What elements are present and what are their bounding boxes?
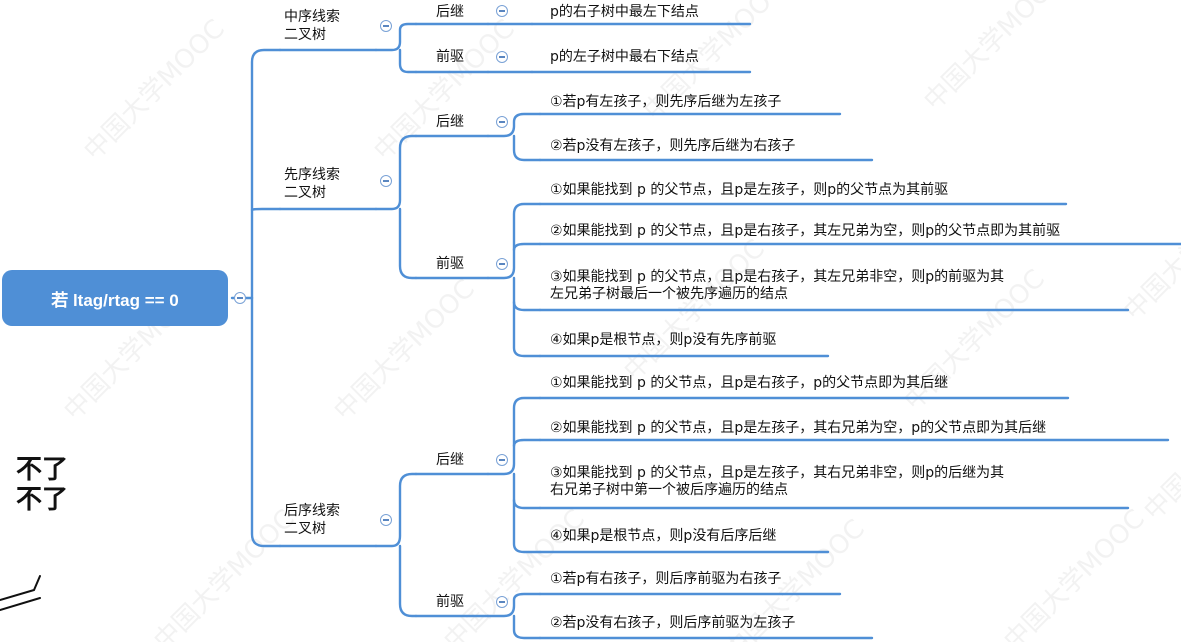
inorder-pred-label[interactable]: 前驱 — [436, 49, 464, 65]
handwritten-note: 不了 不了 — [16, 455, 69, 515]
pre-pred-item-1[interactable]: ①如果能找到 p 的父节点，且p是左孩子，则p的父节点为其前驱 — [550, 182, 949, 198]
postorder-collapse-icon[interactable] — [380, 514, 392, 526]
post-pred-label[interactable]: 前驱 — [436, 594, 464, 610]
post-succ-item-2[interactable]: ②如果能找到 p 的父节点，且p是左孩子，其右兄弟为空，p的父节点即为其后继 — [550, 420, 1047, 436]
preorder-collapse-icon[interactable] — [380, 175, 392, 187]
post-pred-item-2[interactable]: ②若p没有右孩子，则后序前驱为左孩子 — [550, 615, 796, 631]
inorder-succ-label[interactable]: 后继 — [436, 4, 464, 20]
trunk-postorder — [250, 296, 282, 548]
post-pred-collapse-icon[interactable] — [496, 596, 508, 608]
post-succ-item-4[interactable]: ④如果p是根节点，则p没有后序后继 — [550, 528, 777, 544]
pre-succ-item-2[interactable]: ②若p没有左孩子，则先序后继为右孩子 — [550, 138, 796, 154]
inorder-succ-text[interactable]: p的右子树中最左下结点 — [550, 4, 699, 20]
post-succ-collapse-icon[interactable] — [496, 454, 508, 466]
inorder-succ-collapse-icon[interactable] — [496, 5, 508, 17]
pre-pred-item-2[interactable]: ②如果能找到 p 的父节点，且p是右孩子，其左兄弟为空，则p的父节点即为其前驱 — [550, 223, 1061, 239]
preorder-label[interactable]: 先序线索 二叉树 — [284, 167, 340, 201]
trunk-inorder — [250, 48, 282, 300]
inorder-pred-text[interactable]: p的左子树中最右下结点 — [550, 49, 699, 65]
root-label: 若 ltag/rtag == 0 — [51, 290, 179, 310]
post-pred-item-1[interactable]: ①若p有右孩子，则后序前驱为右孩子 — [550, 571, 782, 587]
pre-pred-collapse-icon[interactable] — [496, 258, 508, 270]
pre-succ-item-1[interactable]: ①若p有左孩子，则先序后继为左孩子 — [550, 94, 782, 110]
pre-pred-item-4[interactable]: ④如果p是根节点，则p没有先序前驱 — [550, 332, 777, 348]
post-succ-label[interactable]: 后继 — [436, 452, 464, 468]
post-succ-item-3[interactable]: ③如果能找到 p 的父节点，且p是左孩子，其右兄弟非空，则p的后继为其 右兄弟子… — [550, 465, 1005, 498]
pre-succ-collapse-icon[interactable] — [496, 116, 508, 128]
pre-succ-label[interactable]: 后继 — [436, 114, 464, 130]
pre-pred-label[interactable]: 前驱 — [436, 256, 464, 272]
pre-pred-item-3[interactable]: ③如果能找到 p 的父节点，且p是右孩子，其左兄弟非空，则p的前驱为其 左兄弟子… — [550, 269, 1005, 302]
inorder-label[interactable]: 中序线索 二叉树 — [284, 9, 340, 43]
trunk-preorder — [250, 207, 282, 212]
inorder-collapse-icon[interactable] — [380, 20, 392, 32]
inorder-pred-collapse-icon[interactable] — [496, 51, 508, 63]
root-node[interactable]: 若 ltag/rtag == 0 — [2, 270, 228, 326]
post-succ-item-1[interactable]: ①如果能找到 p 的父节点，且p是右孩子，p的父节点即为其后继 — [550, 375, 949, 391]
sketch-mark — [0, 575, 41, 611]
root-collapse-icon[interactable] — [234, 292, 246, 304]
postorder-label[interactable]: 后序线索 二叉树 — [284, 503, 340, 537]
